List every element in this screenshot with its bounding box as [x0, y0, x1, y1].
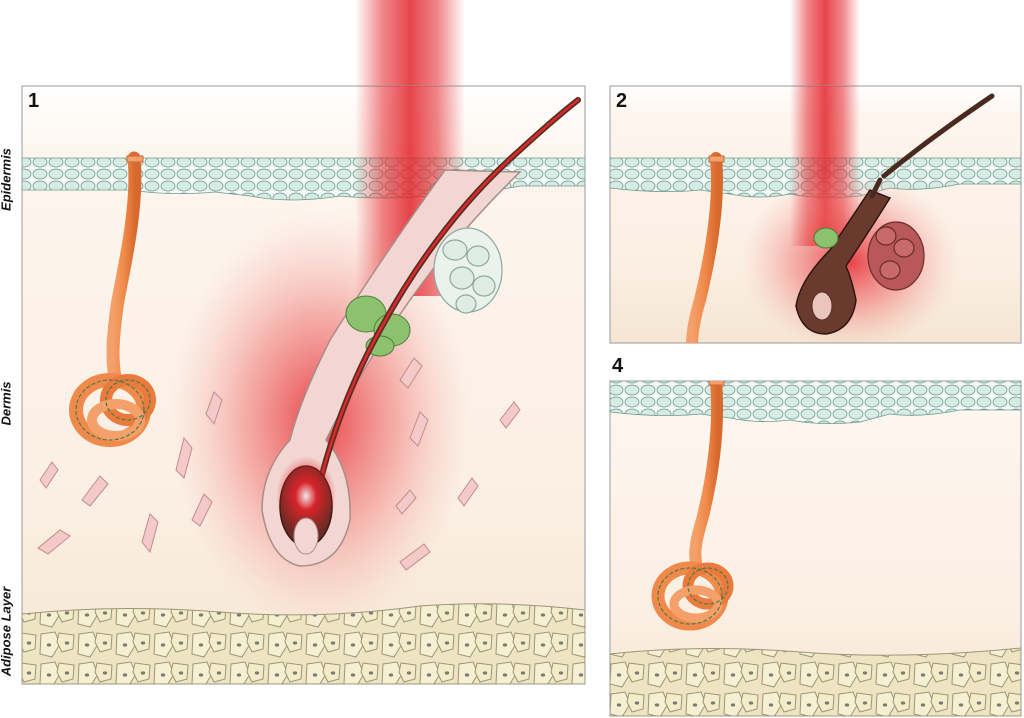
laser-beam-top-2 [790, 0, 860, 90]
sweat-gland-duct [689, 381, 724, 568]
dermal-papilla [293, 517, 319, 555]
panel-number-1: 1 [28, 90, 40, 112]
sweat-gland-duct [686, 152, 724, 343]
damaged-sebaceous-gland [867, 221, 925, 291]
panel-number-4: 4 [612, 355, 624, 377]
panel-number-2: 2 [616, 90, 628, 112]
sweat-pore [126, 155, 144, 163]
arrector-pili-muscle [813, 227, 839, 249]
panel-1 [21, 85, 586, 685]
label-epidermis: Epidermis [0, 148, 14, 211]
adipose-layer [610, 647, 1021, 716]
damaged-bulb-papilla [811, 291, 833, 321]
laser-glow [740, 172, 960, 343]
label-adipose-layer: Adipose Layer [0, 586, 14, 677]
sweat-pore [708, 381, 725, 386]
sweat-gland-coil [69, 373, 156, 447]
sweat-gland-coil [651, 561, 734, 631]
panel-2 [609, 85, 1022, 344]
bulb-hot-spot [276, 456, 336, 536]
label-dermis: Dermis [0, 381, 14, 426]
laser-beam-top-1 [355, 0, 465, 90]
sweat-pore [708, 155, 725, 163]
panel-4 [609, 380, 1022, 717]
broken-hair-shaft [881, 93, 995, 179]
sweat-gland-duct [106, 151, 142, 385]
fibroblasts [37, 357, 521, 571]
sebaceous-gland [433, 227, 503, 314]
